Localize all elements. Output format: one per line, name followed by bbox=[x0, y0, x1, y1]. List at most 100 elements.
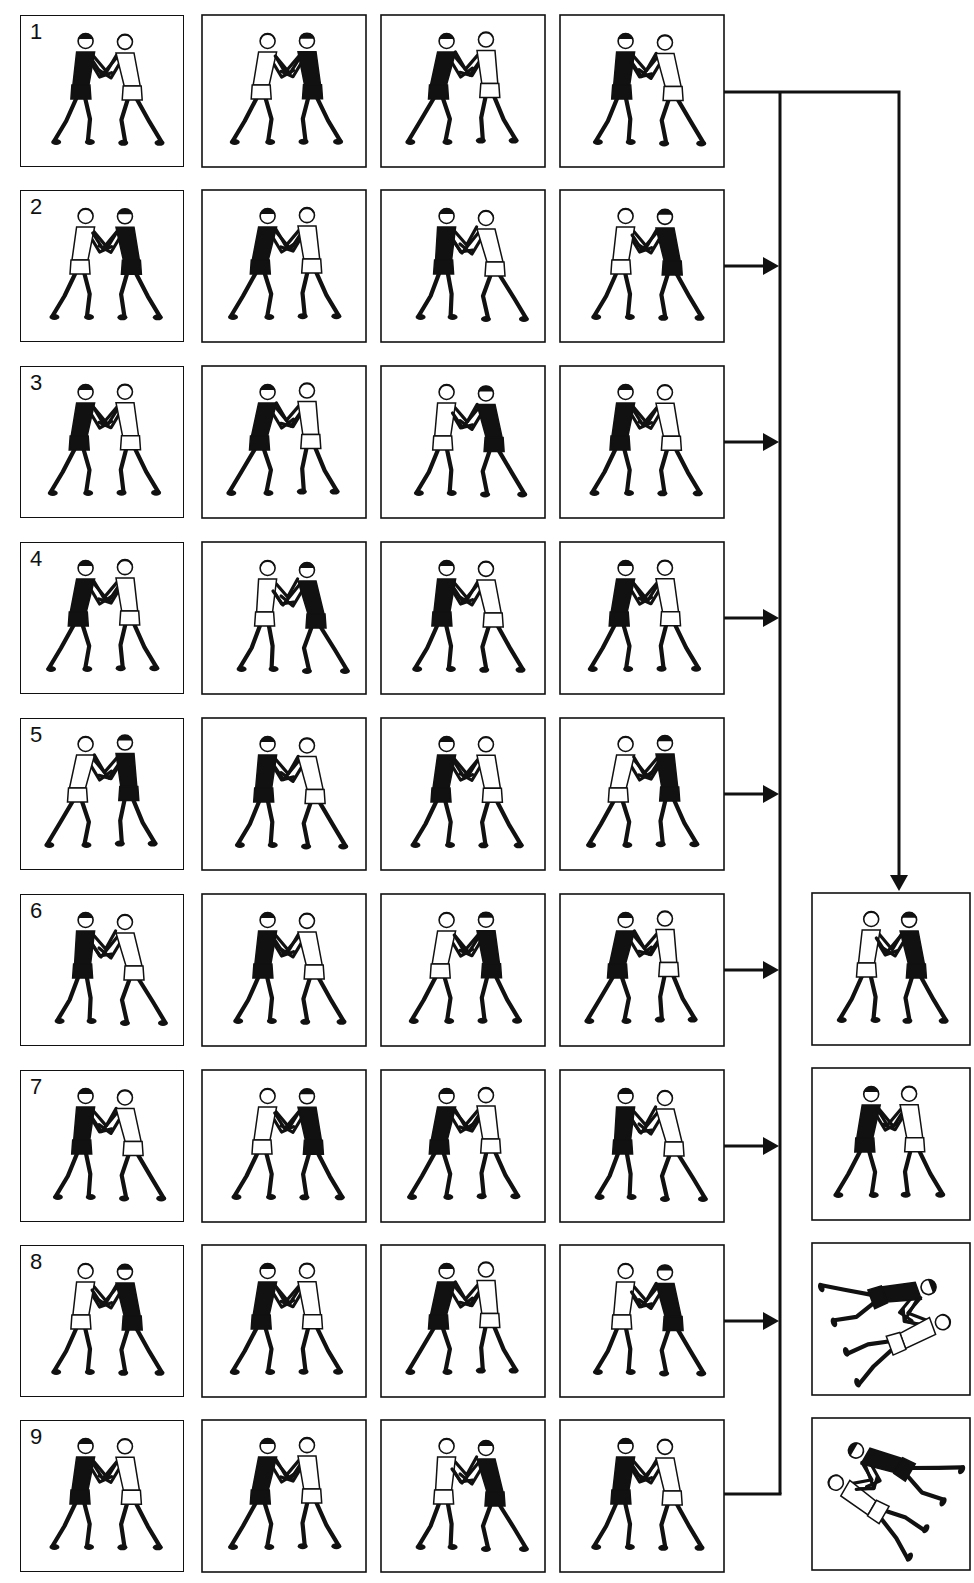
picture-frame bbox=[381, 718, 545, 870]
wrestler-head bbox=[618, 561, 633, 576]
wrestler-head bbox=[478, 1088, 493, 1103]
wrestler-leg bbox=[268, 800, 273, 844]
picture-frame bbox=[381, 542, 545, 694]
wrestler-pair bbox=[586, 736, 699, 848]
wrestler-head bbox=[299, 1263, 314, 1278]
wrestler-head bbox=[78, 1439, 93, 1454]
wrestler-shorts bbox=[255, 612, 275, 626]
wrestler-hair bbox=[864, 1087, 878, 1092]
wrestler-foot bbox=[416, 314, 426, 320]
wrestler-foot bbox=[151, 490, 161, 496]
wrestler-hair bbox=[479, 33, 493, 38]
wrestler-leg bbox=[498, 449, 524, 493]
wrestler-pair bbox=[416, 1439, 529, 1553]
wrestler-torso bbox=[71, 403, 94, 436]
wrestler-leg bbox=[134, 623, 157, 667]
wrestler-shorts bbox=[857, 963, 877, 977]
wrestler-leg bbox=[626, 97, 631, 141]
arrow-head bbox=[763, 961, 779, 979]
wrestler-leg bbox=[448, 272, 452, 316]
wrestler-foot bbox=[410, 842, 420, 848]
wrestler-leg bbox=[444, 976, 450, 1020]
wrestler-leg bbox=[482, 976, 488, 1020]
wrestler-hair bbox=[619, 1264, 633, 1269]
wrestler-torso bbox=[477, 1281, 498, 1314]
wrestler-head bbox=[299, 1089, 314, 1104]
flow-line bbox=[724, 441, 766, 444]
wrestler-leg bbox=[494, 1326, 516, 1370]
picture-frame bbox=[560, 1070, 724, 1222]
numbered-frame: 6 bbox=[20, 894, 184, 1046]
wrestler-torso bbox=[900, 1105, 923, 1138]
wrestler-shorts bbox=[431, 788, 451, 802]
wrestler-leg bbox=[677, 1328, 703, 1372]
wrestler-leg bbox=[483, 274, 491, 318]
wrestler-leg bbox=[136, 98, 161, 142]
wrestler-foot bbox=[156, 1195, 166, 1201]
wrestler-foot bbox=[299, 1194, 309, 1200]
wrestler-head bbox=[657, 736, 672, 751]
wrestler-leg bbox=[319, 801, 345, 845]
wrestler-hair bbox=[118, 736, 132, 741]
wrestler-shorts bbox=[662, 1491, 682, 1505]
wrestler-leg bbox=[662, 1154, 670, 1198]
wrestler-shorts bbox=[893, 1457, 915, 1481]
wrestler-foot bbox=[480, 491, 490, 497]
wrestler-leg bbox=[302, 447, 307, 491]
wrestler-foot bbox=[84, 314, 94, 320]
wrestler-foot bbox=[853, 1377, 862, 1388]
wrestler-foot bbox=[476, 138, 486, 144]
wrestler-foot bbox=[405, 139, 415, 145]
wrestler-foot bbox=[267, 1018, 277, 1024]
wrestler-leg bbox=[121, 98, 128, 142]
wrestler-shorts bbox=[250, 260, 270, 274]
wrestler-hair bbox=[118, 1265, 132, 1270]
wrestler-torso bbox=[116, 53, 140, 86]
wrestler-leg bbox=[136, 1328, 161, 1372]
wrestler-leg bbox=[303, 97, 309, 141]
wrestler-shorts bbox=[70, 1490, 90, 1504]
wrestler-head bbox=[299, 208, 314, 223]
callout-number: 7 bbox=[29, 1076, 43, 1098]
wrestler-foot bbox=[659, 140, 669, 146]
wrestler-leg bbox=[49, 624, 74, 668]
wrestler-shorts bbox=[485, 1492, 505, 1506]
wrestler-foot bbox=[298, 313, 308, 319]
wrestler-leg bbox=[445, 800, 451, 844]
wrestler-torso bbox=[254, 1107, 277, 1140]
wrestler-shorts bbox=[121, 436, 141, 450]
wrestler-pair bbox=[589, 385, 702, 497]
wrestler-shorts bbox=[429, 85, 449, 99]
wrestler-torso bbox=[477, 931, 500, 964]
wrestler-hair bbox=[118, 915, 132, 920]
wrestler-head bbox=[439, 1264, 454, 1279]
wrestler-foot bbox=[595, 1194, 605, 1200]
wrestler-leg bbox=[229, 448, 255, 492]
wrestler-torso bbox=[255, 931, 277, 964]
wrestler-leg bbox=[317, 1327, 341, 1371]
wrestler-leg bbox=[499, 1504, 526, 1548]
wrestler-head bbox=[78, 209, 93, 224]
wrestler-leg bbox=[660, 975, 665, 1019]
wrestler-head bbox=[478, 561, 493, 576]
wrestler-shorts bbox=[430, 964, 450, 978]
wrestler-pair bbox=[228, 208, 341, 320]
wrestler-foot bbox=[448, 314, 458, 320]
wrestler-leg bbox=[661, 448, 667, 492]
wrestler-foot bbox=[829, 1317, 838, 1328]
wrestler-foot bbox=[442, 1369, 452, 1375]
wrestler-leg bbox=[594, 1502, 617, 1546]
wrestler-leg bbox=[264, 1502, 271, 1546]
wrestler-torso bbox=[477, 1106, 499, 1139]
wrestler-hair bbox=[79, 737, 93, 742]
wrestler-leg bbox=[82, 800, 89, 844]
wrestler-shorts bbox=[434, 260, 454, 274]
wrestler-foot bbox=[409, 1018, 419, 1024]
wrestler-foot bbox=[297, 489, 307, 495]
flow-line bbox=[724, 1145, 766, 1148]
wrestler-foot bbox=[833, 1192, 843, 1198]
wrestler-foot bbox=[695, 1545, 705, 1551]
wrestler-pair bbox=[51, 1264, 164, 1376]
wrestler-foot bbox=[268, 842, 278, 848]
wrestler-pair bbox=[409, 912, 522, 1024]
